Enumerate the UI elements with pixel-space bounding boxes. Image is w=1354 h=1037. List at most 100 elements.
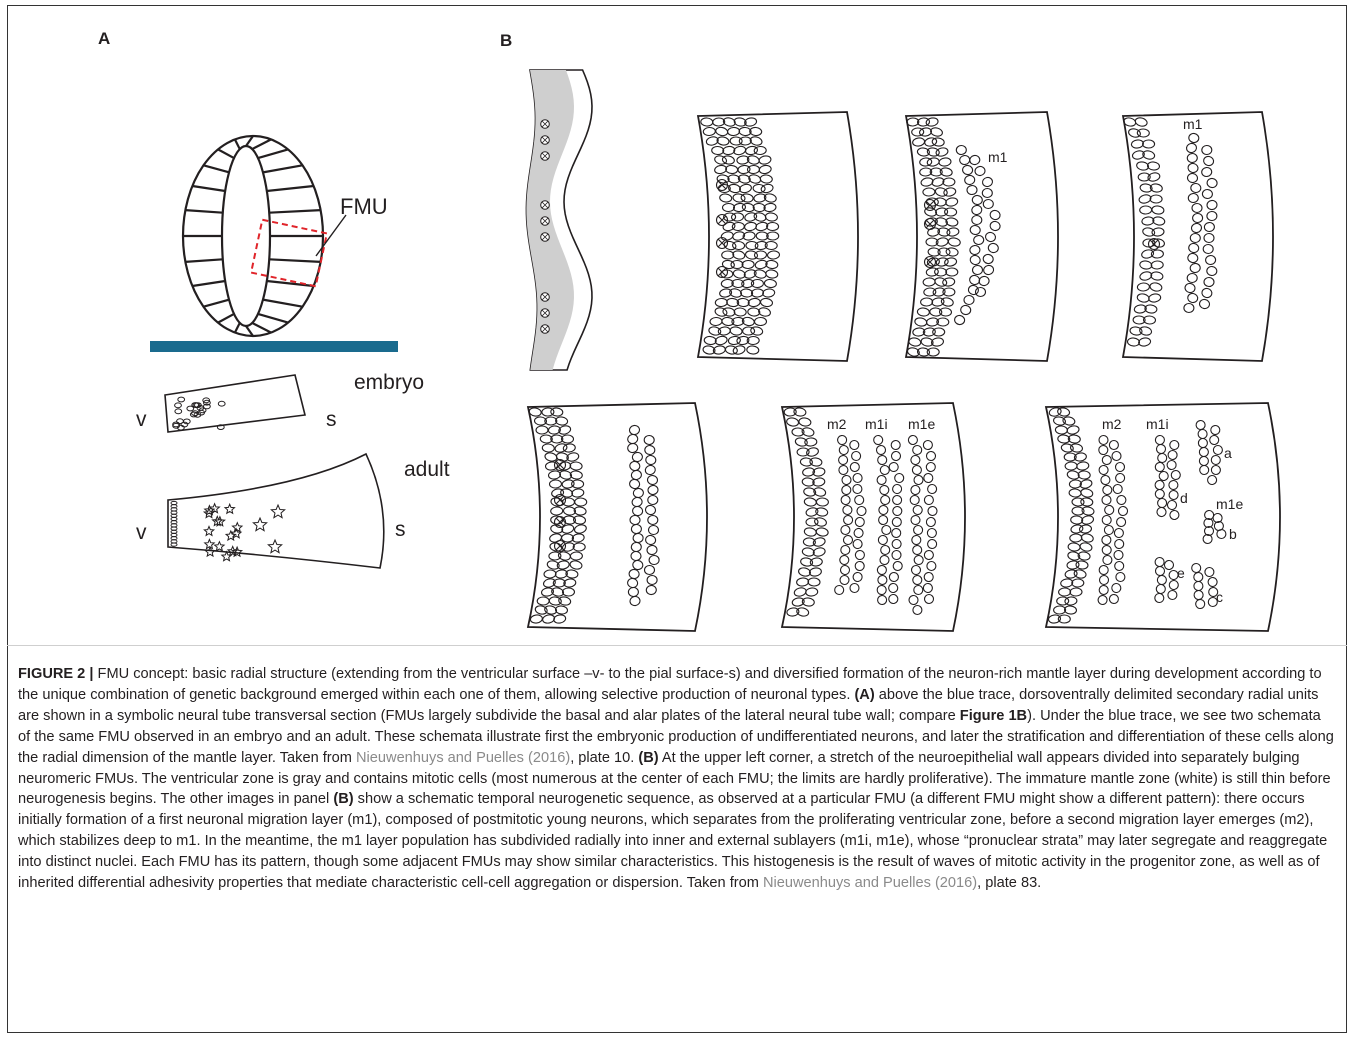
neuron-cell <box>970 225 981 235</box>
neuron-cell <box>924 594 933 603</box>
neuron-cell <box>1190 183 1201 193</box>
embryo-cell <box>178 397 185 402</box>
caption-citation-2[interactable]: Nieuwenhuys and Puelles (2016) <box>763 875 977 891</box>
neuron-cell <box>648 495 658 505</box>
neuron-cell <box>892 506 902 516</box>
neuron-cell <box>1115 561 1124 570</box>
neuron-cell <box>982 254 993 265</box>
neuron-cell <box>964 295 974 304</box>
embryo-v-label: v <box>136 408 147 431</box>
neuron-cell <box>908 595 919 606</box>
neuron-cell <box>715 126 728 136</box>
neuron-cell <box>628 587 638 596</box>
neuron-cell <box>1073 569 1086 579</box>
neuron-cell <box>969 245 980 255</box>
neuron-cell <box>1137 129 1149 137</box>
neuron-cell <box>1192 203 1202 212</box>
neuron-cell <box>1103 525 1114 536</box>
neuron-cell <box>754 317 766 325</box>
neuron-cell <box>1168 480 1178 490</box>
radial-spoke <box>235 323 240 333</box>
neuron-cell <box>923 440 932 449</box>
radial-spoke <box>235 139 240 149</box>
neuron-cell <box>648 525 658 535</box>
neuron-cell <box>960 305 971 315</box>
neuron-cell <box>1207 475 1218 486</box>
neuron-cell <box>913 475 924 486</box>
neuron-cell <box>718 326 731 335</box>
mitotic-mark <box>556 518 564 526</box>
neuron-cell <box>742 260 754 269</box>
neuron-cell <box>796 577 809 586</box>
box6-m1e-label: m1e <box>908 416 935 432</box>
neuron-cell <box>1211 455 1220 464</box>
neuron-cell <box>754 251 766 260</box>
neuron-cell <box>814 517 828 528</box>
neuron-cell <box>561 534 573 542</box>
neuron-cell <box>1211 465 1220 474</box>
neuron-cell <box>1168 580 1179 591</box>
neuron-cell <box>923 583 933 593</box>
neuron-cell <box>732 241 744 250</box>
neuron-cell <box>1206 266 1217 276</box>
neuron-cell <box>712 146 724 154</box>
neuron-cell <box>1207 178 1218 188</box>
neuron-cell <box>1190 263 1201 273</box>
neuron-cell <box>989 209 1001 220</box>
neuron-cell <box>1187 273 1197 282</box>
box4-m1-label: m1 <box>1183 116 1203 132</box>
neuron-cell <box>798 417 811 427</box>
radial-spoke <box>263 165 303 172</box>
neuron-cell <box>1192 213 1203 223</box>
neuron-cell <box>1058 588 1070 596</box>
fmu-label: FMU <box>340 194 388 219</box>
radial-spoke <box>192 186 225 191</box>
neuron-cell <box>722 203 734 211</box>
neuron-cell <box>948 237 961 247</box>
radial-spoke <box>267 186 314 191</box>
neuron-cell <box>1198 429 1207 438</box>
neuron-cell <box>967 185 978 195</box>
neuron-cell <box>923 473 933 483</box>
neuron-cell <box>1199 299 1211 310</box>
embryo-cell <box>218 401 225 406</box>
neuron-cell <box>632 506 644 517</box>
mitotic-mark <box>718 268 726 276</box>
differentiated-neuron <box>253 518 266 531</box>
neuron-cell <box>927 484 937 494</box>
neuron-cell <box>1203 155 1215 166</box>
neuron-cell <box>1081 533 1094 543</box>
neuron-cell <box>838 465 848 475</box>
neuron-cell <box>812 537 826 548</box>
neuron-cell <box>926 462 935 471</box>
fmu-box-3 <box>1123 112 1273 361</box>
neuron-cell <box>857 506 867 516</box>
neuron-cell <box>1101 535 1111 545</box>
radial-spoke <box>269 210 320 213</box>
neuron-cell <box>1069 489 1082 498</box>
neuron-cell <box>911 515 921 525</box>
neuron-cell <box>575 498 587 506</box>
neuron-cell <box>853 527 864 538</box>
caption-citation-1[interactable]: Nieuwenhuys and Puelles (2016) <box>356 750 570 766</box>
neuron-cell <box>837 435 847 445</box>
neuron-cell <box>892 495 902 505</box>
neuron-cell <box>972 195 983 205</box>
neuron-cell <box>1206 200 1217 210</box>
caption-a-tag: (A) <box>854 687 874 703</box>
neuron-cell <box>1217 529 1226 538</box>
neuron-cell <box>630 515 641 525</box>
neuron-cell <box>1188 193 1199 203</box>
neuron-cell <box>1076 560 1089 569</box>
caption-figure-ref: Figure 1B <box>960 708 1027 724</box>
neuron-cell <box>910 485 921 496</box>
neuron-cell <box>946 268 958 276</box>
neuron-cell <box>964 175 975 185</box>
neuron-cell <box>1171 470 1181 480</box>
neuron-cell <box>1072 579 1084 587</box>
neuron-cell <box>840 565 851 576</box>
neuron-cell <box>1139 326 1152 336</box>
neuron-cell <box>912 465 922 475</box>
neuron-cell <box>928 506 938 516</box>
neuron-cell <box>633 488 644 498</box>
